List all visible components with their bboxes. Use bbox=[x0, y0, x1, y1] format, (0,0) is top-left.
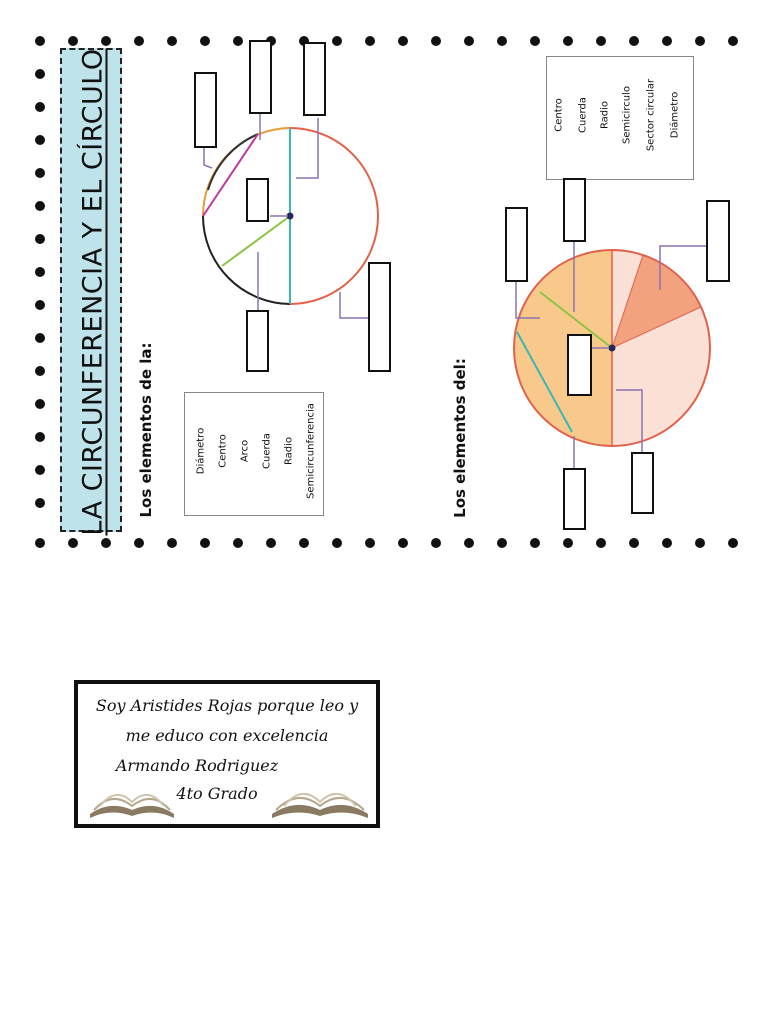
pointer-line bbox=[515, 282, 540, 319]
radius-line bbox=[221, 215, 291, 267]
border-dot bbox=[35, 465, 45, 475]
semicircle-region bbox=[514, 250, 612, 446]
border-dot bbox=[629, 538, 639, 548]
border-dot bbox=[530, 538, 540, 548]
border-dot bbox=[35, 432, 45, 442]
answer-box[interactable] bbox=[246, 178, 269, 222]
border-dot bbox=[167, 538, 177, 548]
border-dot bbox=[200, 36, 210, 46]
border-dot bbox=[563, 36, 573, 46]
author-name: Armando Rodriguez bbox=[115, 756, 279, 775]
border-dot bbox=[431, 36, 441, 46]
pointer-line bbox=[296, 118, 319, 179]
border-dot bbox=[35, 399, 45, 409]
border-dot bbox=[266, 538, 276, 548]
answer-box[interactable] bbox=[249, 40, 272, 114]
border-dot bbox=[530, 36, 540, 46]
border-dot bbox=[728, 36, 738, 46]
border-dot bbox=[35, 366, 45, 376]
border-dot bbox=[662, 36, 672, 46]
motto-line-1: Soy Aristides Rojas porque leo y bbox=[95, 696, 359, 715]
border-dot bbox=[563, 538, 573, 548]
open-book-icon bbox=[90, 794, 174, 818]
circumference-arc bbox=[202, 215, 291, 305]
answer-box[interactable] bbox=[194, 72, 217, 148]
grade-label: 4to Grado bbox=[176, 784, 258, 803]
border-dot bbox=[35, 69, 45, 79]
answer-box[interactable] bbox=[567, 334, 592, 396]
arc-highlight bbox=[207, 133, 259, 191]
border-dot bbox=[35, 538, 45, 548]
answer-box[interactable] bbox=[368, 262, 391, 372]
border-dot bbox=[35, 102, 45, 112]
border-dot bbox=[134, 36, 144, 46]
border-dot bbox=[35, 267, 45, 277]
semicircumference-arc bbox=[289, 127, 379, 305]
section1-word-bank: Diámetro Centro Arco Cuerda Radio Semici… bbox=[184, 392, 324, 516]
title-banner: LA CIRCUNFERENCIA Y EL CÍRCULO bbox=[60, 48, 122, 536]
pointer-line bbox=[203, 148, 213, 169]
radius-line bbox=[539, 291, 613, 349]
border-dot bbox=[101, 538, 111, 548]
border-dot bbox=[35, 135, 45, 145]
border-dot bbox=[629, 36, 639, 46]
border-dot bbox=[431, 538, 441, 548]
border-dot bbox=[728, 538, 738, 548]
pointer-line bbox=[616, 389, 643, 452]
border-dot bbox=[695, 36, 705, 46]
open-book-icon bbox=[272, 793, 368, 818]
answer-box[interactable] bbox=[563, 468, 586, 530]
pointer-line bbox=[339, 292, 368, 319]
answer-box[interactable] bbox=[631, 452, 654, 514]
center-point bbox=[286, 212, 294, 220]
border-dot bbox=[167, 36, 177, 46]
border-dot bbox=[35, 333, 45, 343]
border-dot bbox=[299, 538, 309, 548]
border-dot bbox=[35, 168, 45, 178]
border-dot bbox=[596, 36, 606, 46]
answer-box[interactable] bbox=[505, 207, 528, 282]
border-dot bbox=[497, 36, 507, 46]
motto-line-2: me educo con excelencia bbox=[125, 726, 329, 745]
border-dot bbox=[35, 36, 45, 46]
border-dot bbox=[332, 36, 342, 46]
border-dot bbox=[35, 300, 45, 310]
border-dot bbox=[134, 538, 144, 548]
border-dot bbox=[35, 498, 45, 508]
border-dot bbox=[299, 36, 309, 46]
pointer-line bbox=[659, 245, 706, 290]
chord-line bbox=[202, 133, 259, 217]
border-dot bbox=[332, 538, 342, 548]
border-dot bbox=[68, 36, 78, 46]
motto-card: Soy Aristides Rojas porque leo y me educ… bbox=[74, 680, 380, 828]
border-dot bbox=[101, 36, 111, 46]
border-dot bbox=[233, 538, 243, 548]
chord-line bbox=[516, 331, 573, 433]
section2-word-bank: Centro Cuerda Radio Semicirculo Sector c… bbox=[546, 56, 694, 180]
border-dot bbox=[596, 538, 606, 548]
border-dot bbox=[35, 201, 45, 211]
answer-box[interactable] bbox=[246, 310, 269, 372]
border-dot bbox=[464, 538, 474, 548]
border-dot bbox=[35, 234, 45, 244]
center-point bbox=[608, 344, 616, 352]
border-dot bbox=[68, 538, 78, 548]
border-dot bbox=[695, 538, 705, 548]
answer-box[interactable] bbox=[706, 200, 730, 282]
border-dot bbox=[200, 538, 210, 548]
border-dot bbox=[662, 538, 672, 548]
border-dot bbox=[464, 36, 474, 46]
border-dot bbox=[365, 36, 375, 46]
answer-box[interactable] bbox=[303, 42, 326, 116]
border-dot bbox=[398, 36, 408, 46]
border-dot bbox=[365, 538, 375, 548]
answer-box[interactable] bbox=[563, 178, 586, 242]
border-dot bbox=[398, 538, 408, 548]
border-dot bbox=[497, 538, 507, 548]
border-dot bbox=[233, 36, 243, 46]
